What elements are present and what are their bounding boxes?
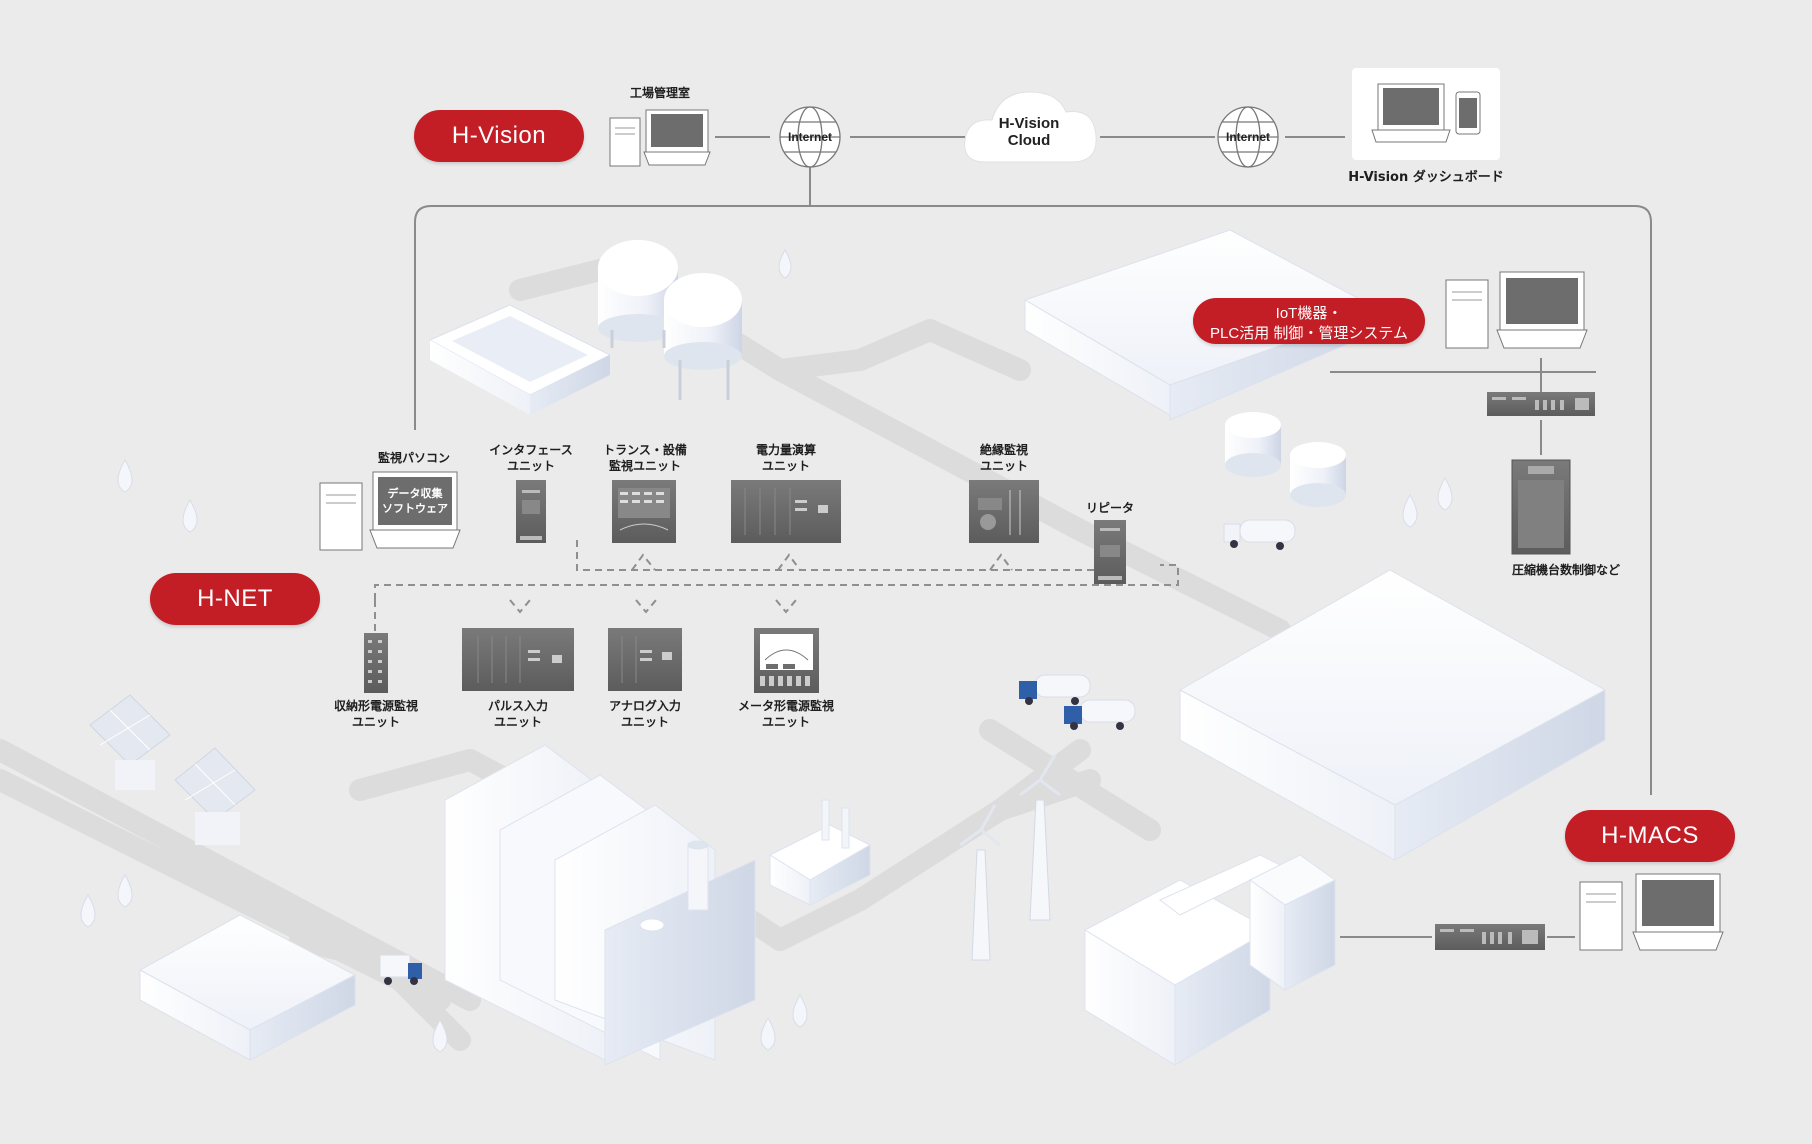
power-label-line1: 電力量演算 xyxy=(755,443,817,457)
cloud-label-line1: H-Vision xyxy=(998,115,1060,132)
interface-unit xyxy=(516,480,546,543)
storage-tanks-top xyxy=(598,240,742,400)
interface-unit-label: インタフェース ユニット xyxy=(489,442,572,474)
rack-power-label-line1: 収納形電源監視 xyxy=(333,699,419,713)
cloud-label: H-Vision Cloud xyxy=(999,115,1060,149)
factory-main xyxy=(444,744,756,1066)
trees xyxy=(80,249,1453,1053)
trans-label-line1: トランス・設備 xyxy=(603,443,687,457)
cloud-shape xyxy=(964,91,1097,163)
warehouse-bottom-left xyxy=(138,914,357,1061)
iot-badge-line2: PLC活用 制御・管理システム xyxy=(1210,325,1408,342)
screen-text-line2: ソフトウェア xyxy=(382,502,448,515)
analog-unit xyxy=(608,628,682,691)
power-label-line2: ユニット xyxy=(761,459,811,473)
insulation-label-line2: ユニット xyxy=(979,459,1029,473)
trans-unit xyxy=(612,480,676,543)
storage-tanks-right xyxy=(1225,412,1346,507)
trans-unit-label: トランス・設備 監視ユニット xyxy=(603,442,687,474)
hmacs-pc xyxy=(1579,873,1724,951)
interface-label-line1: インタフェース xyxy=(489,443,573,457)
internet-label-right: Internet xyxy=(1225,130,1271,144)
water-basin xyxy=(428,304,612,415)
cloud-label-line2: Cloud xyxy=(1007,132,1051,149)
iot-badge-line1: IoT機器・ xyxy=(1275,305,1343,322)
power-unit-label: 電力量演算 ユニット xyxy=(756,442,816,474)
insulation-label-line1: 絶縁監視 xyxy=(979,443,1029,457)
solar-panels xyxy=(89,694,256,845)
hnet-monitor-pc xyxy=(319,471,461,551)
warehouse-right xyxy=(1178,569,1607,861)
dashboard-label: H-Vision ダッシュボード xyxy=(1348,170,1504,185)
hnet-badge: H-NET xyxy=(150,573,320,625)
screen-text-line1: データ収集 xyxy=(387,487,443,500)
analog-label-line1: アナログ入力 xyxy=(609,699,681,713)
repeater-label: リピータ xyxy=(1085,501,1135,515)
factory-room-pc xyxy=(609,109,711,167)
rack-power-unit xyxy=(364,633,388,693)
hnet-bus xyxy=(374,529,1179,633)
pulse-unit xyxy=(462,628,574,691)
pulse-label-line2: ユニット xyxy=(493,715,543,729)
internet-globe-right xyxy=(1217,106,1279,168)
internet-label-left: Internet xyxy=(787,130,833,144)
pulse-unit-label: パルス入力 ユニット xyxy=(488,698,548,730)
rack-power-label-line2: ユニット xyxy=(351,715,401,729)
power-calc-unit xyxy=(731,480,841,543)
wind-turbines xyxy=(959,754,1061,961)
iot-bus-lines xyxy=(1330,358,1596,455)
hvision-badge: H-Vision xyxy=(414,110,584,162)
insulation-unit xyxy=(969,480,1039,543)
meter-label-line1: メータ形電源監視 xyxy=(737,699,835,713)
compressor-label: 圧縮機台数制御など xyxy=(1511,563,1621,577)
meter-unit xyxy=(754,628,819,693)
software-screen-text: データ収集 ソフトウェア xyxy=(382,486,448,516)
dashboard-devices xyxy=(1352,68,1500,160)
insulation-unit-label: 絶縁監視 ユニット xyxy=(980,442,1028,474)
hvision-wan-lines xyxy=(414,136,1652,795)
factory-small xyxy=(768,799,872,906)
iot-plc-badge: IoT機器・ PLC活用 制御・管理システム xyxy=(1193,298,1425,344)
iot-plc xyxy=(1487,392,1595,416)
interface-label-line2: ユニット xyxy=(506,459,555,473)
internet-globe-left xyxy=(779,106,841,168)
compressor-cabinet xyxy=(1511,459,1571,555)
rack-power-unit-label: 収納形電源監視 ユニット xyxy=(334,698,418,730)
analog-unit-label: アナログ入力 ユニット xyxy=(609,698,681,730)
hmacs-plc xyxy=(1435,924,1545,950)
analog-label-line2: ユニット xyxy=(620,715,670,729)
hmacs-badge: H-MACS xyxy=(1565,810,1735,862)
trucks xyxy=(379,519,1296,985)
pulse-label-line1: パルス入力 xyxy=(487,699,549,713)
meter-label-line2: ユニット xyxy=(761,715,811,729)
trans-label-line2: 監視ユニット xyxy=(608,459,682,473)
meter-unit-label: メータ形電源監視 ユニット xyxy=(738,698,834,730)
factory-room-label: 工場管理室 xyxy=(629,86,691,100)
iot-pc xyxy=(1445,271,1588,349)
repeater-unit xyxy=(1094,520,1126,584)
substation xyxy=(1083,854,1336,1066)
monitor-pc-label: 監視パソコン xyxy=(377,451,451,465)
